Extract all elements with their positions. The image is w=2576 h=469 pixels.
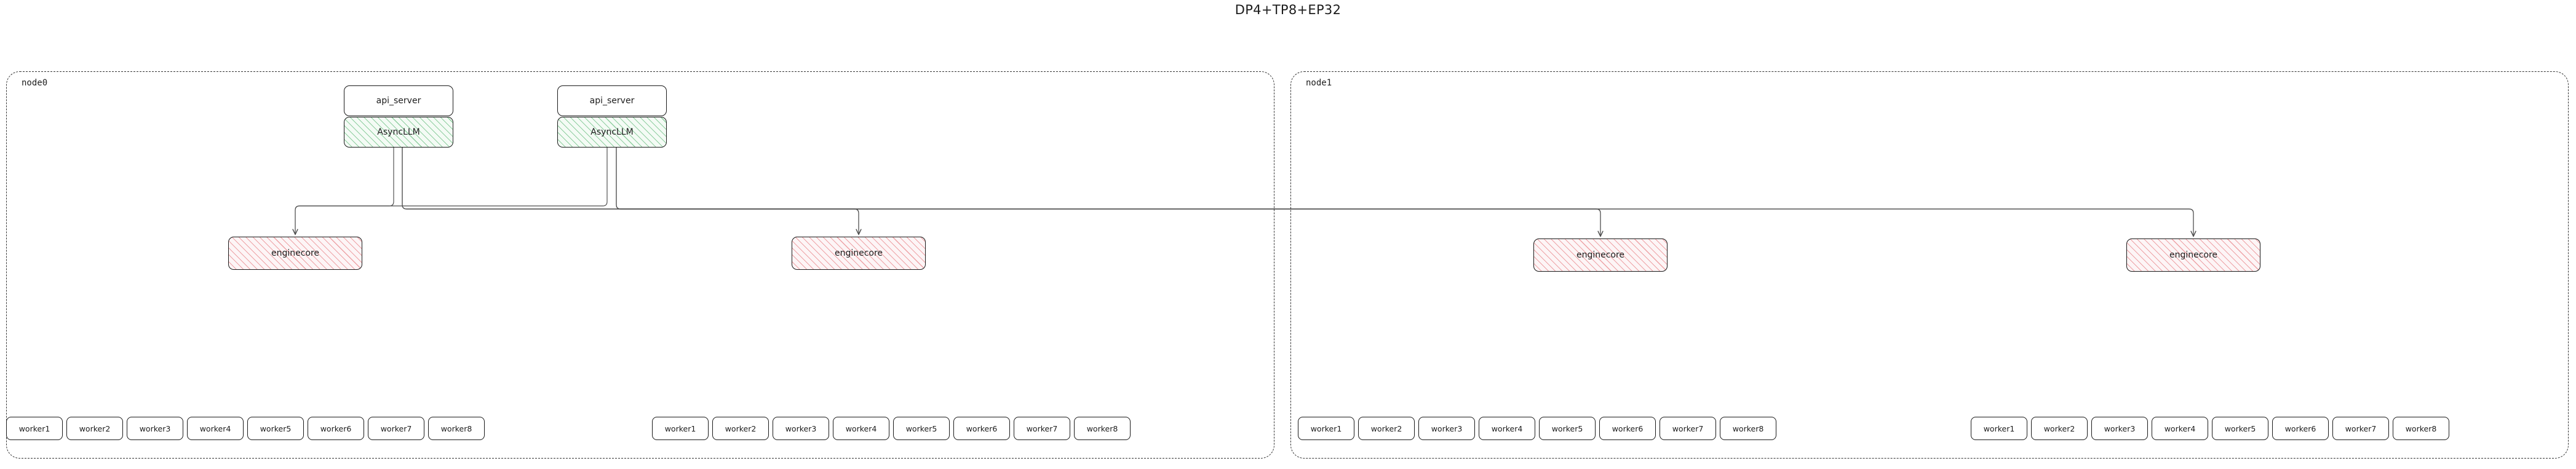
- node-cluster-node0: node0: [6, 71, 1274, 459]
- worker-box-3-0[interactable]: worker1: [1971, 417, 2027, 440]
- enginecore-box-0[interactable]: enginecore: [228, 237, 362, 270]
- worker-box-1-7[interactable]: worker8: [1074, 417, 1131, 440]
- worker-box-3-2[interactable]: worker3: [2091, 417, 2148, 440]
- worker-box-2-1[interactable]: worker2: [1358, 417, 1415, 440]
- worker-box-2-0[interactable]: worker1: [1298, 417, 1354, 440]
- asyncllm-box-1[interactable]: AsyncLLM: [557, 117, 667, 148]
- worker-box-2-5[interactable]: worker6: [1599, 417, 1656, 440]
- asyncllm-box-0[interactable]: AsyncLLM: [344, 117, 453, 148]
- node-cluster-label-node0: node0: [22, 78, 48, 88]
- worker-box-1-3[interactable]: worker4: [833, 417, 889, 440]
- worker-box-0-7[interactable]: worker8: [428, 417, 485, 440]
- worker-box-2-7[interactable]: worker8: [1720, 417, 1776, 440]
- page-title: DP4+TP8+EP32: [1234, 2, 1342, 17]
- worker-box-3-7[interactable]: worker8: [2393, 417, 2449, 440]
- worker-box-1-0[interactable]: worker1: [652, 417, 709, 440]
- worker-box-0-4[interactable]: worker5: [247, 417, 304, 440]
- worker-box-2-2[interactable]: worker3: [1418, 417, 1475, 440]
- enginecore-box-3[interactable]: enginecore: [2126, 238, 2260, 272]
- worker-box-2-4[interactable]: worker5: [1539, 417, 1596, 440]
- worker-box-3-4[interactable]: worker5: [2212, 417, 2268, 440]
- worker-box-3-1[interactable]: worker2: [2031, 417, 2088, 440]
- worker-box-0-3[interactable]: worker4: [187, 417, 244, 440]
- enginecore-box-2[interactable]: enginecore: [1533, 238, 1668, 272]
- worker-box-1-4[interactable]: worker5: [893, 417, 950, 440]
- worker-box-0-5[interactable]: worker6: [308, 417, 364, 440]
- enginecore-box-1[interactable]: enginecore: [792, 237, 926, 270]
- api-server-box-0[interactable]: api_server: [344, 85, 453, 116]
- worker-box-3-6[interactable]: worker7: [2332, 417, 2389, 440]
- node-cluster-label-node1: node1: [1306, 78, 1332, 88]
- worker-box-1-6[interactable]: worker7: [1014, 417, 1070, 440]
- worker-box-3-3[interactable]: worker4: [2152, 417, 2208, 440]
- node-cluster-node1: node1: [1290, 71, 2569, 459]
- worker-box-3-5[interactable]: worker6: [2272, 417, 2329, 440]
- worker-box-1-1[interactable]: worker2: [712, 417, 769, 440]
- worker-box-2-3[interactable]: worker4: [1479, 417, 1535, 440]
- worker-box-2-6[interactable]: worker7: [1660, 417, 1716, 440]
- api-server-box-1[interactable]: api_server: [557, 85, 667, 116]
- worker-box-0-2[interactable]: worker3: [127, 417, 183, 440]
- worker-box-1-5[interactable]: worker6: [953, 417, 1010, 440]
- worker-box-0-0[interactable]: worker1: [6, 417, 63, 440]
- worker-box-0-1[interactable]: worker2: [66, 417, 123, 440]
- worker-box-0-6[interactable]: worker7: [368, 417, 424, 440]
- worker-box-1-2[interactable]: worker3: [773, 417, 829, 440]
